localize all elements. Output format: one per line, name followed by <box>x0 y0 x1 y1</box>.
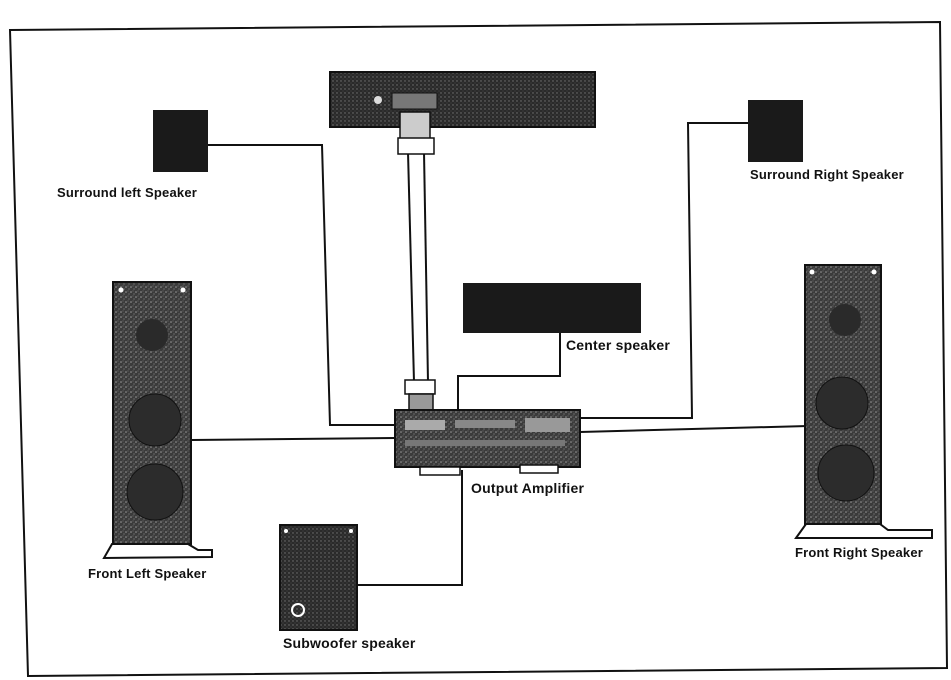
surround-left-speaker <box>153 110 208 172</box>
ribbon-cable-left <box>407 151 415 383</box>
wire-surround-right <box>580 122 748 419</box>
wire-front-right <box>579 425 809 433</box>
subwoofer-port-icon <box>291 603 305 617</box>
wire-front-left <box>191 437 396 441</box>
wire-subwoofer <box>357 470 463 586</box>
output-amplifier-unit <box>394 409 581 476</box>
front-left-speaker <box>102 281 213 560</box>
center-speaker <box>463 283 641 333</box>
label-subwoofer: Subwoofer speaker <box>283 635 416 651</box>
front-right-speaker <box>794 264 933 539</box>
wire-center <box>457 333 561 412</box>
label-output-amplifier: Output Amplifier <box>471 480 585 496</box>
label-surround-right: Surround Right Speaker <box>750 167 904 182</box>
label-surround-left: Surround left Speaker <box>57 185 198 200</box>
surround-right-speaker <box>748 100 803 162</box>
label-front-right: Front Right Speaker <box>795 545 924 560</box>
front-right-tweeter <box>829 304 861 336</box>
front-right-midrange <box>815 376 869 430</box>
source-unit <box>329 71 596 155</box>
front-right-woofer <box>817 444 875 502</box>
front-left-tweeter <box>136 319 168 351</box>
subwoofer-speaker <box>279 524 358 631</box>
wiring <box>191 122 809 586</box>
wire-surround-left <box>208 144 395 426</box>
amp-input-connector <box>404 379 436 413</box>
label-center: Center speaker <box>566 337 670 353</box>
label-front-left: Front Left Speaker <box>88 566 207 581</box>
frame-border <box>8 20 949 678</box>
ribbon-cable-right <box>423 151 429 383</box>
front-left-woofer <box>126 463 184 521</box>
front-left-midrange <box>128 393 182 447</box>
